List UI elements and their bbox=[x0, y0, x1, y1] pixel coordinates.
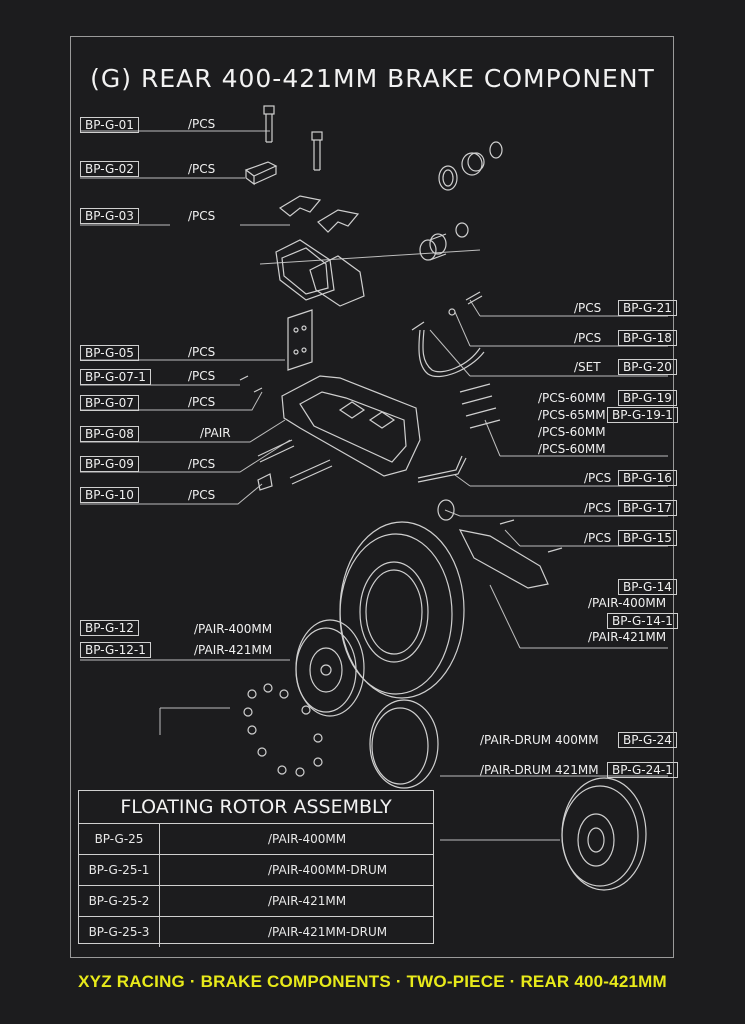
part-code-label: BP-G-10 bbox=[80, 487, 139, 503]
part-code-label: BP-G-20 bbox=[618, 359, 677, 375]
part-code-label: BP-G-18 bbox=[618, 330, 677, 346]
table-row: BP-G-25 /PAIR-400MM bbox=[79, 824, 433, 855]
part-code-label: BP-G-21 bbox=[618, 300, 677, 316]
bolt-parts bbox=[263, 105, 323, 171]
part-qty-label: /PCS bbox=[584, 531, 612, 545]
part-code-label: BP-G-02 bbox=[80, 161, 139, 177]
part-qty-label: /PCS bbox=[574, 331, 602, 345]
part-code-label: BP-G-14 bbox=[618, 579, 677, 595]
footer-caption: XYZ RACING · BRAKE COMPONENTS · TWO-PIEC… bbox=[78, 972, 667, 991]
part-qty-label: /PCS bbox=[188, 457, 216, 471]
table-row: BP-G-25-1 /PAIR-400MM-DRUM bbox=[79, 855, 433, 886]
mounting-plate-part bbox=[287, 309, 313, 371]
part-code-label: BP-G-19-1 bbox=[607, 407, 678, 423]
part-code-label: BP-G-07 bbox=[80, 395, 139, 411]
caliper-body-part bbox=[281, 375, 421, 477]
part-code-label: BP-G-16 bbox=[618, 470, 677, 486]
assembly-qty-cell: /PAIR-400MM bbox=[268, 832, 347, 846]
assembly-qty-cell: /PAIR-421MM bbox=[268, 894, 347, 908]
part-code-label: BP-G-12-1 bbox=[80, 642, 151, 658]
part-qty-label: /PCS bbox=[574, 301, 602, 315]
piston-parts bbox=[419, 141, 503, 261]
table-row: BP-G-25-2 /PAIR-421MM bbox=[79, 886, 433, 917]
part-code-label: BP-G-03 bbox=[80, 208, 139, 224]
leader-lines bbox=[80, 130, 668, 841]
part-code-label: BP-G-15 bbox=[618, 530, 677, 546]
bracket-part bbox=[437, 499, 563, 589]
pad-pin-part bbox=[244, 161, 278, 186]
floating-rotor-assembly-table: FLOATING ROTOR ASSEMBLY BP-G-25 /PAIR-40… bbox=[78, 790, 434, 947]
part-code-label: BP-G-24 bbox=[618, 732, 677, 748]
part-qty-label: /PCS-60MM bbox=[538, 425, 606, 439]
part-qty-label: /PCS bbox=[188, 209, 216, 223]
hard-line-part bbox=[417, 455, 467, 483]
brake-rotor-disc bbox=[339, 521, 465, 699]
floating-bobbin-parts bbox=[243, 683, 323, 777]
part-qty-label: /PCS bbox=[584, 471, 612, 485]
part-qty-label: /PAIR-DRUM 400MM bbox=[480, 733, 599, 747]
part-qty-label: /PCS-60MM bbox=[538, 391, 606, 405]
part-qty-label: /PCS bbox=[188, 488, 216, 502]
part-qty-label: /PCS bbox=[188, 395, 216, 409]
brake-pad-parts bbox=[275, 239, 365, 307]
part-qty-label: /PAIR-DRUM 421MM bbox=[480, 763, 599, 777]
part-code-label: BP-G-05 bbox=[80, 345, 139, 361]
part-qty-label: /PAIR-400MM bbox=[588, 596, 667, 610]
part-code-label: BP-G-07-1 bbox=[80, 369, 151, 385]
part-qty-label: /PCS bbox=[188, 162, 216, 176]
part-code-label: BP-G-12 bbox=[80, 620, 139, 636]
spring-clip-parts bbox=[278, 195, 360, 233]
drum-ring-part bbox=[369, 699, 439, 789]
part-qty-label: /PCS bbox=[188, 345, 216, 359]
part-qty-label: /PCS-60MM bbox=[538, 442, 606, 456]
caliper-bolt-parts bbox=[459, 383, 501, 429]
part-qty-label: /PAIR-400MM bbox=[194, 622, 273, 636]
brake-hose-part bbox=[418, 329, 485, 378]
part-qty-label: /PCS bbox=[584, 501, 612, 515]
rotor-hat-part bbox=[295, 619, 365, 717]
part-qty-label: /PCS bbox=[188, 117, 216, 131]
part-code-label: BP-G-19 bbox=[618, 390, 677, 406]
part-code-label: BP-G-08 bbox=[80, 426, 139, 442]
table-row: BP-G-25-3 /PAIR-421MM-DRUM bbox=[79, 917, 433, 947]
part-code-label: BP-G-24-1 bbox=[607, 762, 678, 778]
guide-pin-parts bbox=[239, 375, 333, 491]
part-code-label: BP-G-14-1 bbox=[607, 613, 678, 629]
page-title: (G) REAR 400-421MM BRAKE COMPONENT bbox=[90, 64, 655, 93]
part-code-label: BP-G-01 bbox=[80, 117, 139, 133]
bleeder-parts bbox=[411, 291, 483, 331]
assembly-qty-cell: /PAIR-421MM-DRUM bbox=[268, 925, 388, 939]
assembly-code-cell: BP-G-25-2 bbox=[79, 886, 160, 916]
part-code-label: BP-G-09 bbox=[80, 456, 139, 472]
part-qty-label: /PCS-65MM bbox=[538, 408, 606, 422]
assembly-table-title: FLOATING ROTOR ASSEMBLY bbox=[79, 791, 433, 824]
part-qty-label: /PCS bbox=[188, 369, 216, 383]
assembly-code-cell: BP-G-25-1 bbox=[79, 855, 160, 885]
assembly-qty-cell: /PAIR-400MM-DRUM bbox=[268, 863, 388, 877]
assembled-rotor bbox=[561, 777, 647, 891]
part-code-label: BP-G-17 bbox=[618, 500, 677, 516]
part-qty-label: /PAIR-421MM bbox=[194, 643, 273, 657]
part-qty-label: /PAIR bbox=[200, 426, 231, 440]
part-qty-label: /SET bbox=[574, 360, 601, 374]
part-qty-label: /PAIR-421MM bbox=[588, 630, 667, 644]
drawing-frame bbox=[70, 36, 674, 958]
assembly-code-cell: BP-G-25 bbox=[79, 824, 160, 854]
assembly-code-cell: BP-G-25-3 bbox=[79, 917, 160, 947]
